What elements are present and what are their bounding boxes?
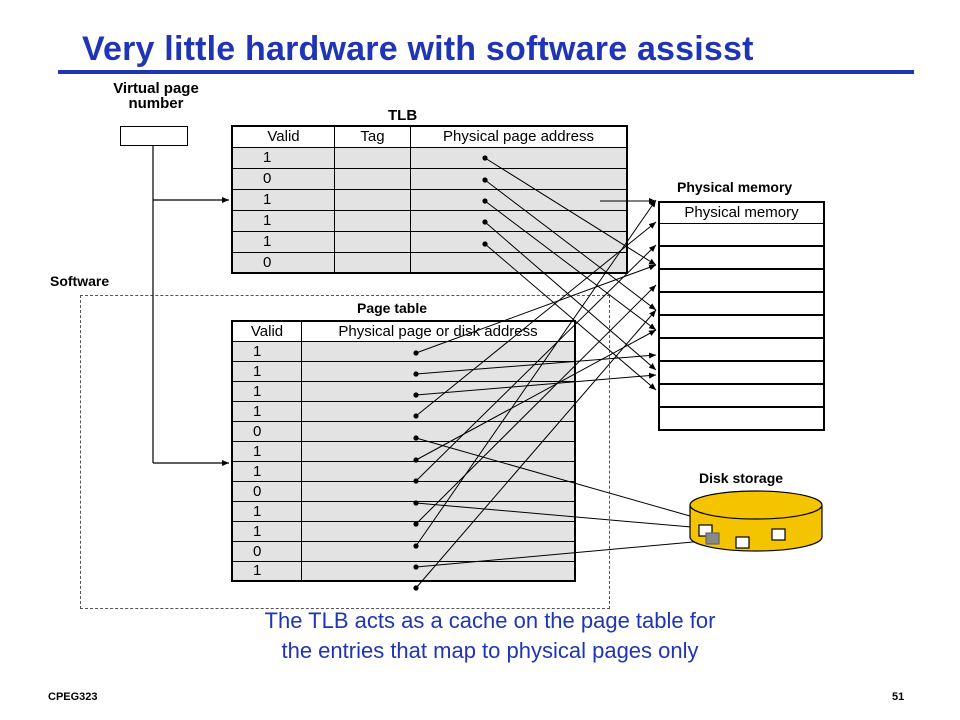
footer-course-code: CPEG323 [48,691,98,703]
page-table-row: 0 [231,540,576,562]
tlb-valid-bit: 1 [231,230,335,253]
physical-memory-slot [660,247,823,270]
page-table-valid-bit: 0 [231,480,302,502]
virtual-page-routing [152,145,229,466]
page-table-address-cell [301,500,576,522]
title-underline [58,70,914,74]
physical-memory-slot [660,293,823,316]
disk-storage-label: Disk storage [699,470,784,486]
page-table-header-valid: Valid [231,320,302,342]
tlb-row: 1 [231,146,628,169]
page-table-address-cell [301,460,576,482]
tlb-row: 1 [231,209,628,232]
tlb-valid-bit: 0 [231,251,335,274]
page-table-row: 1 [231,560,576,582]
tlb-tag-cell [334,146,411,169]
tlb-row: 0 [231,251,628,274]
virtual-page-number-text: Virtual page number [113,80,199,112]
tlb-header-tag: Tag [334,125,411,148]
page-table-address-cell [301,340,576,362]
page-table-valid-bit: 1 [231,560,302,582]
tlb-valid-bit: 1 [231,146,335,169]
tlb-row: 0 [231,167,628,190]
disk-storage-cylinder [689,490,823,552]
physical-memory-slot [660,270,823,293]
physical-memory-slot [660,362,823,385]
page-table-to-memory-arrows [415,199,657,589]
tlb-valid-bit: 0 [231,167,335,190]
page-table-address-cell [301,440,576,462]
tlb-address-cell [410,188,628,211]
physical-memory-slot [660,339,823,362]
page-table-row: 1 [231,500,576,522]
tlb-row: 1 [231,188,628,211]
tlb-address-cell [410,167,628,190]
physical-memory-label: Physical memory [677,179,793,195]
page-table-address-cell [301,540,576,562]
tlb-header-row: Valid Tag Physical page address [231,125,628,148]
page-table-address-cell [301,560,576,582]
tlb-table: Valid Tag Physical page address 1 0 1 1 … [231,125,628,274]
page-title: Very little hardware with software assis… [82,30,754,68]
tlb-label: TLB [388,107,418,124]
footer-page-number: 51 [892,691,905,703]
page-table-valid-bit: 1 [231,460,302,482]
page-table-valid-bit: 1 [231,520,302,542]
page-table-label: Page table [357,300,428,316]
page-table: Valid Physical page or disk address 1 1 … [231,320,576,582]
page-table-valid-bit: 1 [231,500,302,522]
physical-memory-slot [660,385,823,408]
tlb-tag-cell [334,188,411,211]
software-label: Software [50,273,110,289]
virtual-page-number-box [120,126,188,146]
tlb-header-physical-page-address: Physical page address [410,125,628,148]
physical-memory-slot [660,224,823,247]
page-table-valid-bit: 1 [231,360,302,382]
caption: The TLB acts as a cache on the page tabl… [190,606,790,666]
page-table-row: 0 [231,480,576,502]
physical-memory-block: Physical memory [658,201,825,431]
page-table-row: 1 [231,440,576,462]
physical-memory-header: Physical memory [660,203,823,224]
page-table-address-cell [301,480,576,502]
software-region [80,295,610,609]
tlb-address-cell [410,146,628,169]
tlb-address-cell [410,209,628,232]
tlb-valid-bit: 1 [231,209,335,232]
caption-text: The TLB acts as a cache on the page tabl… [264,608,716,663]
page-table-row: 1 [231,340,576,362]
virtual-page-number-label: Virtual page number [100,81,212,111]
tlb-row: 1 [231,230,628,253]
physical-memory-slot [660,316,823,339]
page-table-row: 1 [231,460,576,482]
page-table-pointer-dots [413,350,419,591]
page-table-row: 1 [231,520,576,542]
tlb-tag-cell [334,251,411,274]
